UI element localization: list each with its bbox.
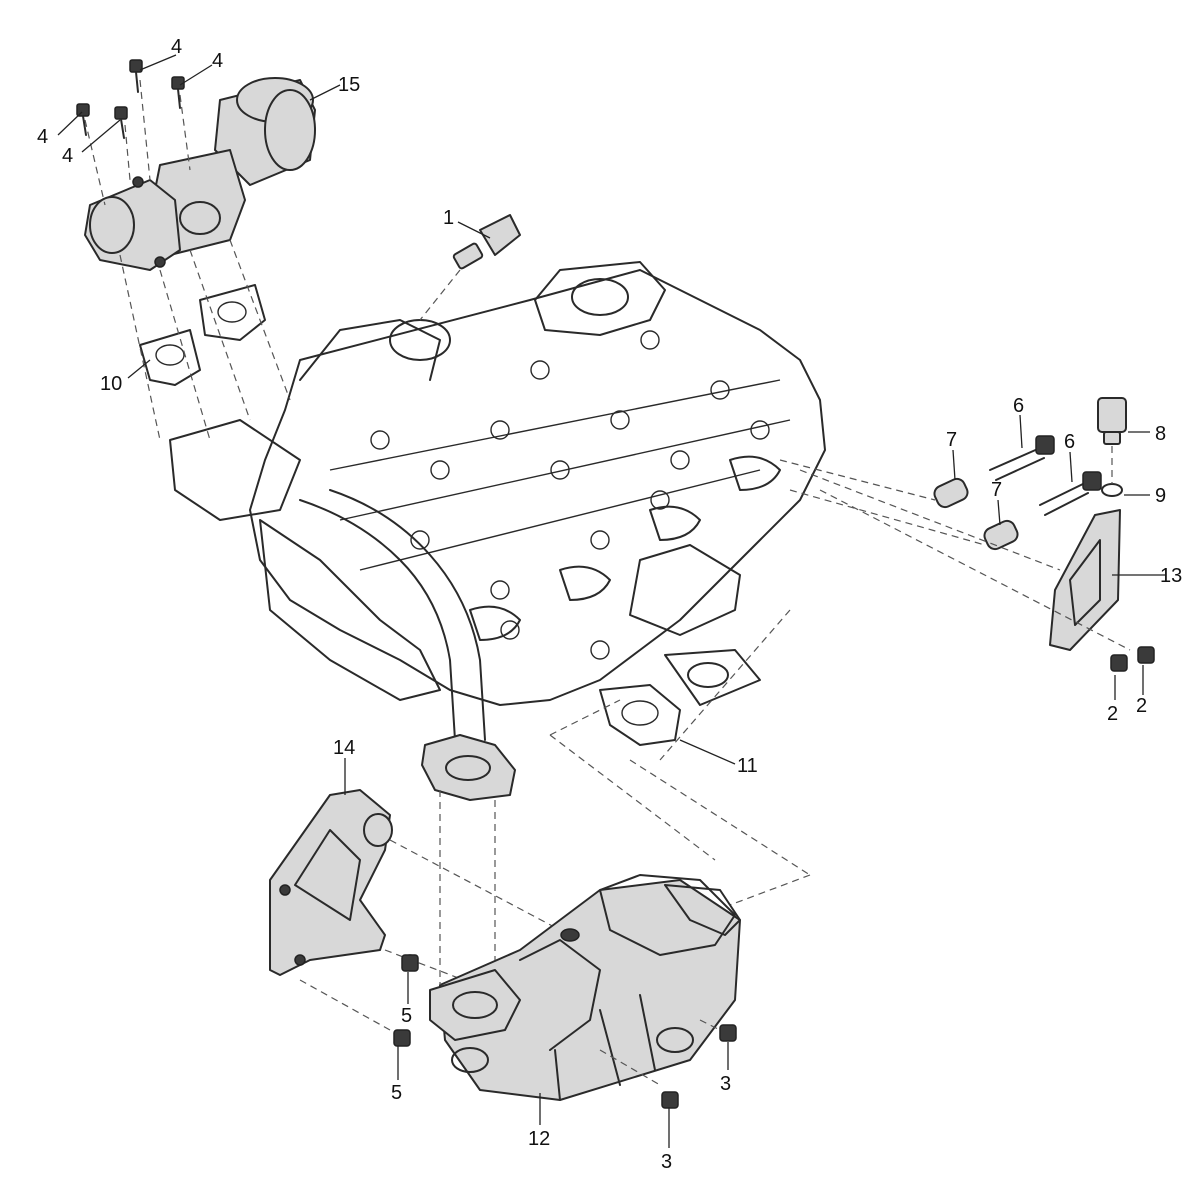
callout-4: 4 [62, 145, 73, 167]
callout-10: 10 [100, 373, 122, 395]
egr-valve [84, 77, 316, 271]
cooler-bolts [393, 954, 737, 1109]
callout-6: 6 [1064, 431, 1075, 453]
callout-5: 5 [401, 1005, 412, 1027]
callout-7: 7 [991, 479, 1002, 501]
studs-and-spacers [933, 435, 1102, 551]
cooler-mount-bracket [269, 789, 393, 976]
callout-4: 4 [212, 50, 223, 72]
bracket-nuts [1110, 646, 1155, 672]
callout-15: 15 [338, 74, 360, 96]
egr-valve-gaskets [139, 284, 266, 386]
callout-4: 4 [37, 126, 48, 148]
callout-11: 11 [737, 755, 758, 777]
cooler-bracket [1049, 509, 1121, 651]
callout-8: 8 [1155, 423, 1166, 445]
callout-4: 4 [171, 36, 182, 58]
callout-5: 5 [391, 1082, 402, 1104]
callout-1: 1 [443, 207, 454, 229]
callout-14: 14 [333, 737, 355, 759]
callout-2: 2 [1107, 703, 1118, 725]
callout-6: 6 [1013, 395, 1024, 417]
intake-manifold-end [169, 419, 301, 521]
egr-pipe [299, 489, 516, 801]
temperature-sensor [419, 214, 521, 321]
callout-3: 3 [720, 1073, 731, 1095]
callout-labels: 1 2 2 3 3 4 4 4 4 5 5 6 6 7 7 8 9 10 11 … [37, 36, 1182, 1173]
callout-9: 9 [1155, 485, 1166, 507]
callout-12: 12 [528, 1128, 550, 1150]
egr-pipe-flange [421, 734, 516, 801]
intake-ports [469, 455, 781, 641]
egr-valve-bolts [76, 59, 185, 139]
egr-cooler [402, 874, 741, 1101]
callout-7: 7 [946, 429, 957, 451]
pressure-sensor [1097, 397, 1127, 497]
exhaust-port-flange [664, 649, 761, 706]
leader-lines [57, 54, 1165, 1148]
cylinder-head [169, 261, 826, 706]
head-bolt-bosses [370, 330, 770, 660]
exhaust-gasket [599, 684, 681, 746]
callout-2: 2 [1136, 695, 1147, 717]
callout-13: 13 [1160, 565, 1182, 587]
callout-3: 3 [661, 1151, 672, 1173]
